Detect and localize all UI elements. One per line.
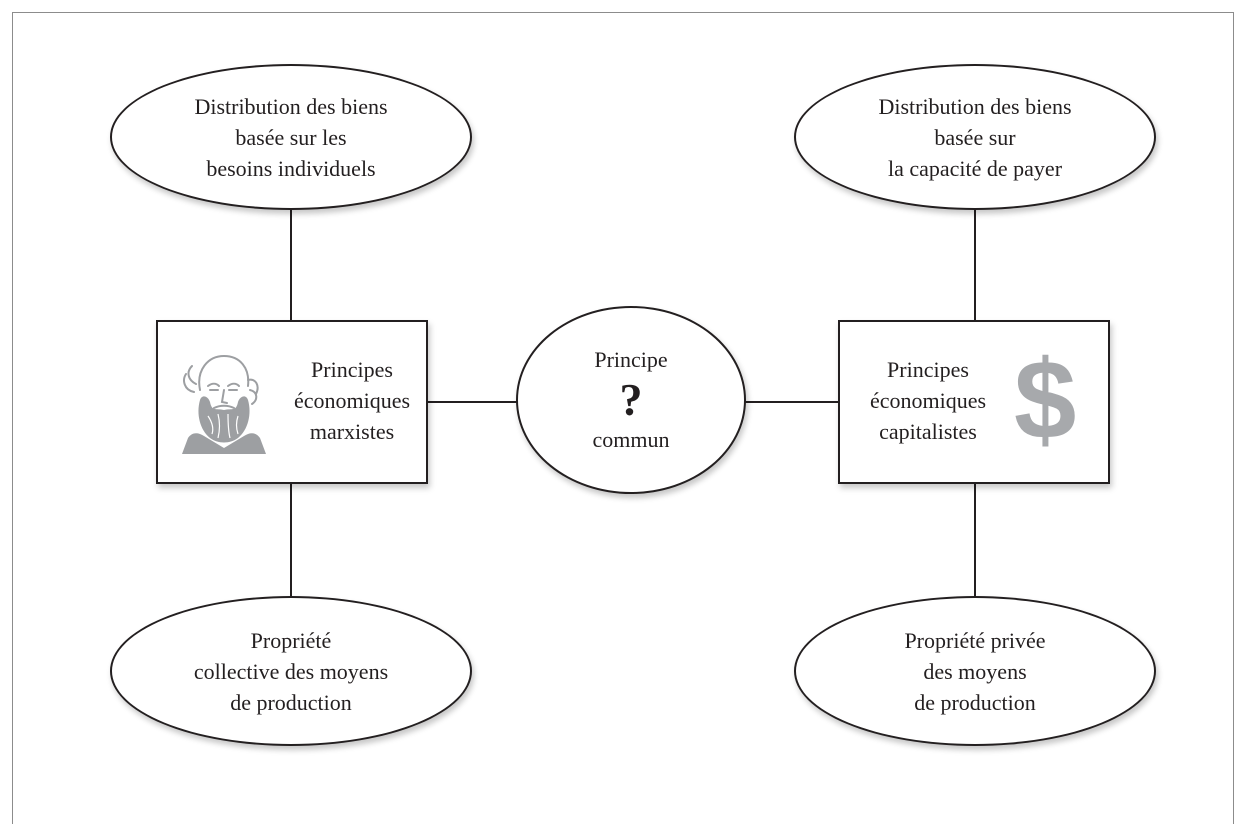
text-line: de production: [230, 689, 352, 715]
text-line: des moyens: [923, 658, 1027, 684]
ellipse-collective-ownership: Propriété collective des moyens de produ…: [110, 596, 472, 746]
ellipse-private-ownership-text: Propriété privée des moyens de productio…: [904, 625, 1045, 718]
box-marxist-label: Principes économiques marxistes: [282, 354, 422, 447]
ellipse-distribution-needs: Distribution des biens basée sur les bes…: [110, 64, 472, 210]
karl-marx-portrait-icon: [182, 354, 266, 454]
text-line: basée sur: [934, 124, 1016, 150]
text-line: la capacité de payer: [887, 155, 1063, 181]
question-mark-icon: ?: [619, 374, 643, 425]
text-line: Distribution des biens: [194, 93, 388, 119]
text-line: Distribution des biens: [878, 93, 1072, 119]
box-marxist-principles: Principes économiques marxistes: [156, 320, 428, 484]
text-line: économiques: [293, 388, 411, 413]
text-line: basée sur les: [235, 124, 347, 150]
text-line: capitalistes: [879, 419, 977, 444]
ellipse-common-principle: Principe ? commun: [516, 306, 746, 494]
text-line: de production: [914, 689, 1036, 715]
ellipse-distribution-ability-text: Distribution des biens basée sur la capa…: [878, 91, 1071, 184]
text-line: Principes: [311, 357, 393, 382]
common-principle-bottom-text: commun: [592, 427, 670, 452]
text-line: marxistes: [309, 419, 395, 444]
ellipse-distribution-ability-to-pay: Distribution des biens basée sur la capa…: [794, 64, 1156, 210]
text-line: Principes: [887, 357, 969, 382]
text-line: collective des moyens: [193, 658, 389, 684]
ellipse-distribution-needs-text: Distribution des biens basée sur les bes…: [194, 91, 387, 184]
box-capitalist-label: Principes économiques capitalistes: [848, 354, 1008, 447]
diagram-frame: [12, 12, 1234, 824]
text-line: Propriété privée: [904, 627, 1046, 653]
ellipse-collective-ownership-text: Propriété collective des moyens de produ…: [194, 625, 388, 718]
box-capitalist-principles: Principes économiques capitalistes $: [838, 320, 1110, 484]
common-principle-top-text: Principe: [594, 347, 668, 372]
ellipse-private-ownership: Propriété privée des moyens de productio…: [794, 596, 1156, 746]
text-line: Propriété: [250, 627, 332, 653]
dollar-sign-icon: $: [1014, 337, 1077, 462]
text-line: besoins individuels: [206, 155, 376, 181]
text-line: économiques: [869, 388, 987, 413]
ellipse-common-principle-text: Principe ? commun: [593, 346, 670, 454]
